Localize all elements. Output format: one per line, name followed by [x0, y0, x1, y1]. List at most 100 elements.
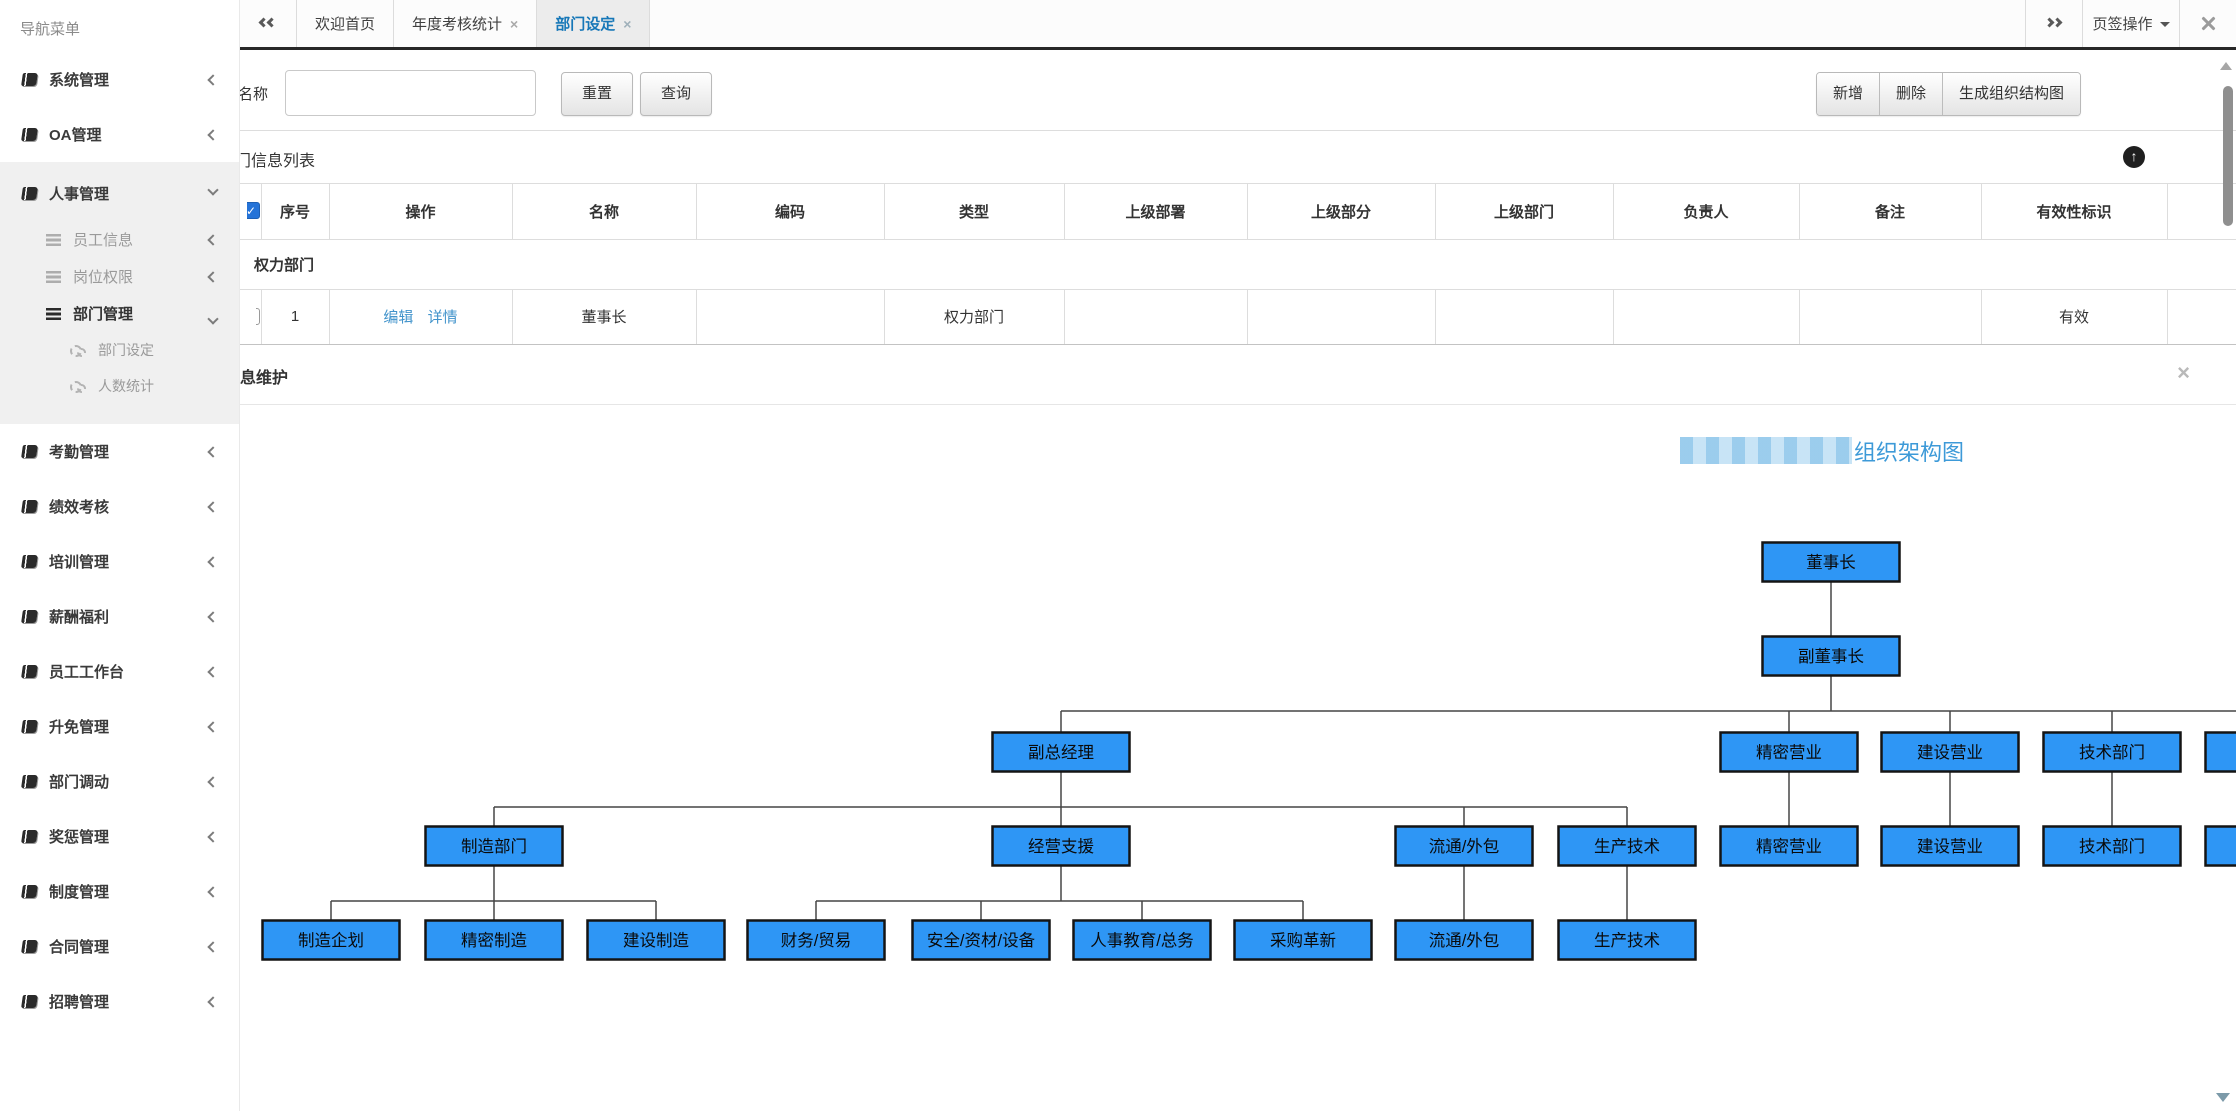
org-node[interactable] — [2042, 824, 2182, 867]
cell-code — [696, 289, 885, 345]
table-row[interactable]: 1 编辑 详情 董事长 权力部门 有效 — [240, 289, 2236, 345]
org-node-label: 制造企划 — [298, 931, 364, 950]
close-icon[interactable]: × — [510, 15, 519, 32]
book-icon — [21, 720, 38, 733]
cell-spacer — [2167, 289, 2236, 345]
org-node[interactable] — [1394, 824, 1534, 867]
org-node-label: 精密制造 — [461, 931, 528, 950]
org-node[interactable] — [1719, 824, 1859, 867]
sidebar-item-post-authority[interactable]: 岗位权限 — [0, 258, 239, 295]
org-node[interactable] — [261, 918, 401, 961]
chevron-left-icon — [207, 233, 219, 246]
cell-index: 1 — [261, 289, 330, 345]
sidebar-item-regulation[interactable]: 制度管理 — [0, 864, 239, 919]
org-node[interactable] — [424, 918, 564, 961]
tab-annual-assessment[interactable]: 年度考核统计× — [394, 0, 538, 47]
tab-actions-dropdown[interactable]: 页签操作 — [2082, 0, 2179, 47]
org-node[interactable] — [424, 824, 564, 867]
sidebar-item-recruitment[interactable]: 招聘管理 — [0, 974, 239, 1029]
detail-link[interactable]: 详情 — [427, 309, 458, 326]
org-node[interactable] — [2204, 824, 2236, 867]
org-node[interactable] — [586, 918, 726, 961]
close-icon[interactable]: × — [2177, 359, 2190, 385]
collapse-panel-icon[interactable]: ↑ — [2123, 146, 2145, 168]
book-icon — [21, 885, 38, 898]
col-header-owner: 负责人 — [1613, 184, 1800, 240]
chevron-left-icon — [207, 665, 219, 678]
edit-link[interactable]: 编辑 — [383, 309, 414, 326]
add-button[interactable]: 新增 — [1816, 73, 1880, 115]
org-node[interactable] — [1072, 918, 1212, 961]
org-node[interactable] — [911, 918, 1051, 961]
fullscreen-toggle-button[interactable] — [2179, 0, 2236, 47]
sidebar-item-hr-mgmt[interactable]: 人事管理 — [0, 166, 239, 221]
scrollbar-down-arrow[interactable] — [2216, 1093, 2230, 1102]
tab-bar: 欢迎首页 年度考核统计× 部门设定× 页签操作 — [240, 0, 2236, 50]
redacted-company-name — [1680, 437, 1852, 464]
table-group-row: 权力部门 — [240, 239, 2236, 290]
sidebar-item-promotion[interactable]: 升免管理 — [0, 699, 239, 754]
org-node[interactable] — [1880, 730, 2020, 773]
book-icon — [21, 995, 38, 1008]
sidebar-item-training[interactable]: 培训管理 — [0, 534, 239, 589]
dept-maintain-title: 部门信息维护 — [240, 369, 289, 387]
col-header-index: 序号 — [261, 184, 330, 240]
sidebar-item-reward-punishment[interactable]: 奖惩管理 — [0, 809, 239, 864]
sidebar-item-employee-workbench[interactable]: 员工工作台 — [0, 644, 239, 699]
chevron-left-icon — [207, 610, 219, 623]
org-node[interactable] — [1394, 918, 1534, 961]
row-select-cell — [240, 289, 262, 345]
org-node[interactable] — [1557, 918, 1697, 961]
generate-org-chart-button[interactable]: 生成组织结构图 — [1942, 73, 2080, 115]
sidebar-item-contract[interactable]: 合同管理 — [0, 919, 239, 974]
book-icon — [21, 445, 38, 458]
org-node-label: 技术部门 — [2079, 837, 2145, 856]
org-node[interactable] — [1880, 824, 2020, 867]
dept-table: ✓ 序号 操作 名称 编码 类型 上级部署 上级部分 上级部门 负责人 备注 有… — [240, 184, 2236, 345]
org-node[interactable] — [1719, 730, 1859, 773]
org-node-label: 建设营业 — [1917, 743, 1983, 762]
row-checkbox[interactable] — [255, 307, 260, 325]
org-node[interactable] — [1233, 918, 1373, 961]
cell-actions: 编辑 详情 — [329, 289, 513, 345]
cell-owner — [1613, 289, 1800, 345]
sidebar-item-performance[interactable]: 绩效考核 — [0, 479, 239, 534]
sidebar-item-oa-mgmt[interactable]: OA管理 — [0, 107, 239, 162]
org-node-label: 生产技术 — [1594, 931, 1660, 950]
dept-list-title: 部门信息列表 — [240, 153, 316, 170]
tab-dept-setting[interactable]: 部门设定× — [537, 0, 651, 47]
sidebar-item-salary-welfare[interactable]: 薪酬福利 — [0, 589, 239, 644]
book-icon — [21, 775, 38, 788]
query-button[interactable]: 查询 — [640, 72, 712, 116]
sidebar-item-employee-info[interactable]: 员工信息 — [0, 221, 239, 258]
book-icon — [21, 500, 38, 513]
sidebar-item-system-mgmt[interactable]: 系统管理 — [0, 52, 239, 107]
sidebar-item-dept-setting[interactable]: 部门设定 — [0, 332, 239, 368]
tab-welcome[interactable]: 欢迎首页 — [297, 0, 395, 47]
sidebar-item-dept-transfer[interactable]: 部门调动 — [0, 754, 239, 809]
org-node[interactable] — [1761, 540, 1901, 583]
reset-button[interactable]: 重置 — [561, 72, 633, 116]
chevron-left-icon — [207, 270, 219, 283]
tabs-scroll-left-button[interactable] — [240, 0, 297, 47]
sidebar-item-attendance[interactable]: 考勤管理 — [0, 424, 239, 479]
scrollbar-up-arrow[interactable] — [2220, 62, 2232, 70]
tabs-scroll-right-button[interactable] — [2025, 0, 2082, 47]
org-node[interactable] — [1557, 824, 1697, 867]
close-icon[interactable]: × — [623, 15, 632, 32]
org-node[interactable] — [2042, 730, 2182, 773]
org-node[interactable] — [991, 824, 1131, 867]
org-node[interactable] — [1761, 634, 1901, 677]
vertical-scrollbar-thumb[interactable] — [2223, 86, 2233, 226]
sidebar-item-headcount-stats[interactable]: 人数统计 — [0, 368, 239, 404]
select-all-checkbox[interactable]: ✓ — [246, 202, 260, 220]
dept-name-input[interactable] — [285, 70, 536, 116]
col-header-actions: 操作 — [329, 184, 513, 240]
org-node[interactable] — [991, 730, 1131, 773]
org-node[interactable] — [2204, 730, 2236, 773]
chevron-left-icon — [207, 830, 219, 843]
org-node-label: 精密营业 — [1756, 743, 1822, 762]
org-node[interactable] — [746, 918, 886, 961]
sidebar-item-dept-mgmt[interactable]: 部门管理 — [0, 295, 239, 332]
delete-button[interactable]: 删除 — [1879, 73, 1943, 115]
